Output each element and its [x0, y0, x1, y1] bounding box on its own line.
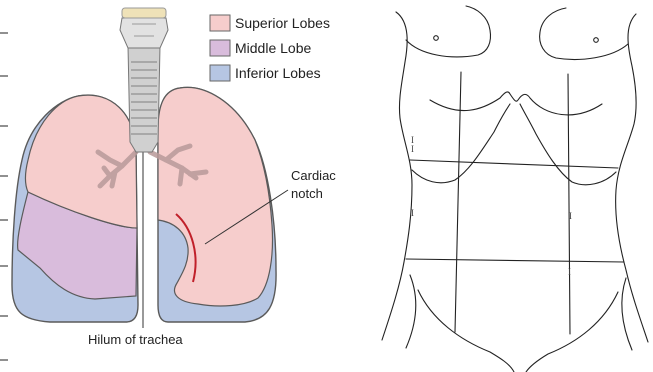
nipple-left: [434, 36, 439, 41]
hilum-label: Hilum of trachea: [88, 332, 183, 347]
legend-item-inferior: Inferior Lobes: [210, 65, 321, 81]
inguinal-left: [418, 290, 514, 372]
legend-item-middle: Middle Lobe: [210, 40, 311, 56]
inguinal-right: [526, 292, 618, 372]
intertubercular-line: [406, 259, 624, 262]
torso-outline-left: [382, 12, 412, 340]
legend: Superior Lobes Middle Lobe Inferior Lobe…: [210, 15, 330, 81]
midclavicular-line-right: [568, 74, 570, 334]
cardiac-label-line2: notch: [291, 186, 323, 201]
torso-marks: I I I I I: [411, 135, 572, 277]
pectoral-left: [406, 6, 491, 57]
nipple-right: [594, 38, 599, 43]
larynx: [120, 8, 168, 48]
iliac-crest-left: [406, 275, 416, 348]
margin-ticks: [0, 33, 8, 360]
trachea: [128, 46, 160, 152]
legend-label-superior: Superior Lobes: [235, 15, 330, 31]
torso-outline-right: [616, 14, 648, 342]
lungs-illustration: Cardiac notch Hilum of trachea: [12, 8, 336, 347]
costal-arch: [430, 92, 602, 115]
legend-label-inferior: Inferior Lobes: [235, 65, 321, 81]
legend-label-middle: Middle Lobe: [235, 40, 311, 56]
cardiac-label-line1: Cardiac: [291, 168, 336, 183]
torso-drawing: [382, 6, 648, 372]
legend-item-superior: Superior Lobes: [210, 15, 330, 31]
torso-mark-3: I: [569, 211, 572, 221]
ribcage-lower-left: [412, 104, 510, 183]
torso-mark-4: I: [568, 267, 571, 277]
torso-mark-2: I: [411, 208, 414, 218]
midclavicular-line-left: [455, 72, 461, 332]
pectoral-right: [540, 8, 628, 59]
torso-mark-5: I: [411, 144, 414, 154]
subcostal-line: [410, 160, 618, 168]
